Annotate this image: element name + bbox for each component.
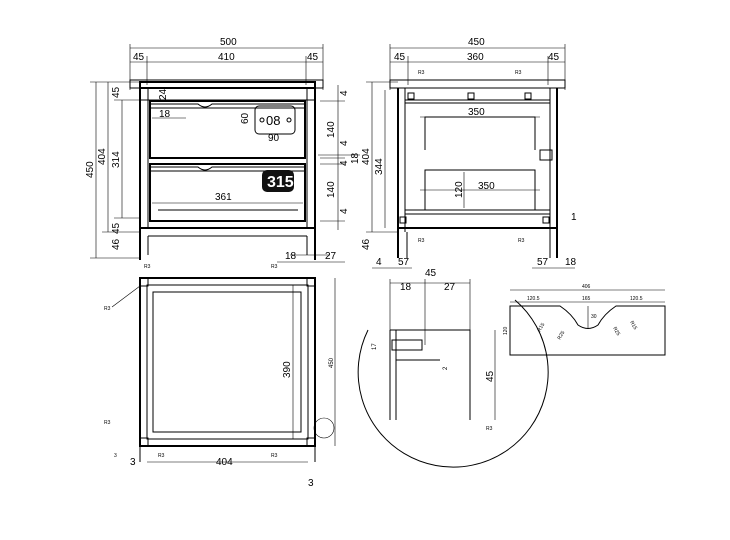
front-overall-width: 500 xyxy=(220,37,237,48)
top-width: 404 xyxy=(216,457,233,468)
side-r3-top-left: R3 xyxy=(418,70,425,76)
handle-total: 406 xyxy=(582,284,591,290)
side-foot-right-57: 57 xyxy=(537,257,549,268)
side-r3-top-right: R3 xyxy=(515,70,522,76)
side-inner-depth: 360 xyxy=(467,52,484,63)
side-r3-bottom-right: R3 xyxy=(518,238,525,244)
front-drawer-zone: 314 xyxy=(111,151,122,168)
front-view: 500 45 410 45 08 315 18 xyxy=(85,37,361,263)
side-leg-h: 46 xyxy=(361,238,372,250)
side-drawer-depth-top: 350 xyxy=(468,107,485,118)
handle-r25-left: R25 xyxy=(557,330,567,341)
side-drawer-h: 120 xyxy=(454,181,465,198)
front-side-right: 45 xyxy=(307,52,319,63)
side-body-h: 404 xyxy=(361,148,372,165)
handle-r15-left: R15 xyxy=(537,322,547,333)
front-overall-height: 450 xyxy=(85,161,96,178)
front-drawer-2-h: 140 xyxy=(326,181,337,198)
top-gap-left: 3 xyxy=(130,457,136,468)
side-foot-left-57: 57 xyxy=(398,257,410,268)
front-drawer-1-h: 140 xyxy=(326,121,337,138)
front-foot-27: 27 xyxy=(325,251,337,262)
front-pull-h: 60 xyxy=(240,112,251,124)
top-overall-depth: 450 xyxy=(329,357,335,368)
side-foot-left-4: 4 xyxy=(376,257,382,268)
front-pull-w: 90 xyxy=(268,133,280,144)
front-side-left: 45 xyxy=(133,52,145,63)
top-view: R3 R3 R3 R3 R3 R3 390 450 404 3 3 3 xyxy=(104,264,336,489)
front-gap-18: 18 xyxy=(159,109,171,120)
front-gap-24: 24 xyxy=(158,88,169,100)
top-r3-bl-b: R3 xyxy=(158,453,165,459)
side-r3-bottom-left: R3 xyxy=(418,238,425,244)
handle-r25-right: R25 xyxy=(611,326,621,337)
top-inner-depth: 390 xyxy=(282,361,293,378)
top-r3-tl-a: R3 xyxy=(144,264,151,270)
handle-r15-right: R15 xyxy=(628,320,638,331)
side-gap-1: 1 xyxy=(571,212,577,223)
detail-left: 18 xyxy=(400,282,412,293)
drawer-2-label: 315 xyxy=(267,174,294,191)
top-r3-br: R3 xyxy=(271,453,278,459)
top-small-note: 3 xyxy=(114,453,117,459)
handle-profile: 406 120.5 165 120.5 30 120 R15 R25 R25 R… xyxy=(503,284,666,356)
detail-view: 45 18 27 17 2 45 R3 xyxy=(357,268,549,468)
front-gap-mid-c: 18 xyxy=(350,152,361,164)
side-overall-depth: 450 xyxy=(468,37,485,48)
handle-middle: 165 xyxy=(582,296,591,302)
side-left: 45 xyxy=(394,52,406,63)
top-gap-right: 3 xyxy=(308,478,314,489)
handle-depth-mid: 30 xyxy=(591,314,597,320)
detail-right: 27 xyxy=(444,282,456,293)
side-right: 45 xyxy=(548,52,560,63)
detail-radius: R3 xyxy=(486,426,493,432)
front-gap-mid-b: 4 xyxy=(339,160,350,166)
front-gap-mid-a: 4 xyxy=(339,140,350,146)
detail-gap: 2 xyxy=(443,366,449,370)
handle-height: 120 xyxy=(503,326,509,335)
front-inner-width: 410 xyxy=(218,52,235,63)
top-r3-tr: R3 xyxy=(271,264,278,270)
drawer-1-label: 08 xyxy=(266,113,280,128)
top-r3-bl-a: R3 xyxy=(104,420,111,426)
front-top-rail: 45 xyxy=(111,86,122,98)
top-r3-tl-b: R3 xyxy=(104,306,111,312)
front-drawer-w: 361 xyxy=(215,192,232,203)
front-top-gap: 4 xyxy=(339,90,350,96)
front-leg: 46 xyxy=(111,238,122,250)
detail-depth: 45 xyxy=(485,370,496,382)
handle-left: 120.5 xyxy=(527,296,540,302)
front-foot-18: 18 xyxy=(285,251,297,262)
detail-height: 17 xyxy=(372,343,378,350)
front-body-height: 404 xyxy=(97,148,108,165)
side-foot-right-18: 18 xyxy=(565,257,577,268)
front-bottom-rail: 45 xyxy=(111,222,122,234)
detail-width: 45 xyxy=(425,268,437,279)
handle-right: 120.5 xyxy=(630,296,643,302)
side-view: 450 45 360 45 R3 R3 350 350 120 R3 xyxy=(361,37,577,269)
side-drawer-depth-bottom: 350 xyxy=(478,181,495,192)
side-inner-h: 344 xyxy=(374,158,385,175)
front-bottom-gap: 4 xyxy=(339,208,350,214)
